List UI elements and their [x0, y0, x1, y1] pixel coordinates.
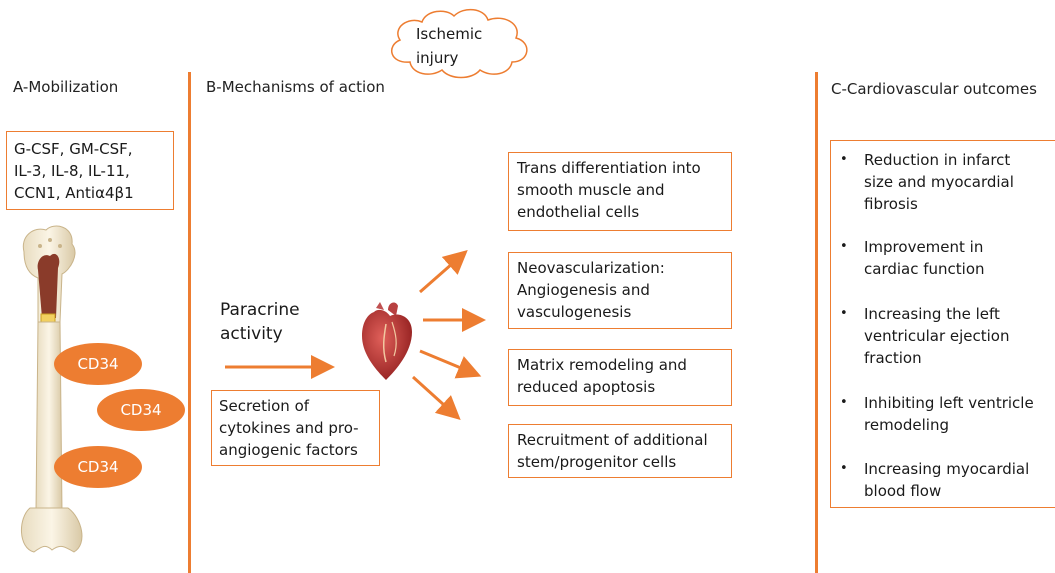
- outcome-item: • Reduction in infarct size and myocardi…: [831, 149, 1055, 219]
- outcome-3-line-3: fraction: [864, 349, 922, 367]
- outcome-item: • Increasing myocardial blood flow: [831, 458, 1055, 504]
- factor-line-1: G-CSF, GM-CSF,: [14, 140, 133, 158]
- cloud-icon: [390, 8, 528, 79]
- section-a-title: A-Mobilization: [13, 78, 119, 96]
- outcome-3-line-1: Increasing the left: [864, 305, 1000, 323]
- mechanism-matrix-box: Matrix remodeling and reduced apoptosis: [508, 349, 732, 406]
- cd34-cell-3: CD34: [54, 446, 142, 488]
- mechanism-transdifferentiation-box: Trans differentiation into smooth muscle…: [508, 152, 732, 231]
- cd34-cell-1: CD34: [54, 343, 142, 385]
- bullet-icon: •: [840, 306, 848, 321]
- outcomes-box: • Reduction in infarct size and myocardi…: [830, 140, 1055, 508]
- mechanism-2-line-3: vasculogenesis: [517, 303, 632, 321]
- factor-line-3: CCN1, Antiα4β1: [14, 184, 134, 202]
- outcome-1-line-3: fibrosis: [864, 195, 918, 213]
- mechanism-3-line-2: reduced apoptosis: [517, 378, 656, 396]
- factor-line-2: IL-3, IL-8, IL-11,: [14, 162, 130, 180]
- mechanism-4-line-1: Recruitment of additional: [517, 431, 708, 449]
- outcome-1-line-1: Reduction in infarct: [864, 151, 1011, 169]
- arrow-to-matrix: [419, 349, 482, 379]
- section-b-title: B-Mechanisms of action: [206, 78, 385, 96]
- outcome-item: • Increasing the left ventricular ejecti…: [831, 303, 1055, 373]
- outcome-3-line-2: ventricular ejection: [864, 327, 1010, 345]
- divider-a-b: [188, 72, 191, 573]
- outcome-4-line-1: Inhibiting left ventricle: [864, 394, 1034, 412]
- mechanism-1-line-1: Trans differentiation into: [517, 159, 701, 177]
- secretion-line-1: Secretion of: [219, 397, 310, 415]
- secretion-line-2: cytokines and pro-: [219, 419, 359, 437]
- outcome-1-line-2: size and myocardial: [864, 173, 1014, 191]
- ischemic-injury-cloud: Ischemic injury: [380, 6, 540, 82]
- outcome-2-line-2: cardiac function: [864, 260, 985, 278]
- paracrine-line-2: activity: [220, 324, 283, 344]
- paracrine-activity-label: Paracrine activity: [220, 298, 300, 346]
- mechanism-4-line-2: stem/progenitor cells: [517, 453, 677, 471]
- divider-b-c: [815, 72, 818, 573]
- outcome-5-line-2: blood flow: [864, 482, 942, 500]
- mobilization-factors-box: G-CSF, GM-CSF, IL-3, IL-8, IL-11, CCN1, …: [6, 131, 174, 210]
- cloud-line-1: Ischemic: [416, 25, 483, 43]
- secretion-line-3: angiogenic factors: [219, 441, 358, 459]
- outcome-4-line-2: remodeling: [864, 416, 949, 434]
- mechanism-3-line-1: Matrix remodeling and: [517, 356, 687, 374]
- arrow-to-transdiff: [419, 250, 468, 294]
- bullet-icon: •: [840, 461, 848, 476]
- outcome-2-line-1: Improvement in: [864, 238, 984, 256]
- mechanism-1-line-3: endothelial cells: [517, 203, 640, 221]
- outcome-item: • Improvement in cardiac function: [831, 236, 1055, 282]
- mechanism-1-line-2: smooth muscle and: [517, 181, 665, 199]
- cloud-line-2: injury: [416, 49, 459, 67]
- arrow-to-recruitment: [411, 375, 461, 421]
- mechanism-2-line-2: Angiogenesis and: [517, 281, 650, 299]
- bullet-icon: •: [840, 395, 848, 410]
- bone-illustration: [16, 222, 94, 554]
- bullet-icon: •: [840, 152, 848, 167]
- outcome-item: • Inhibiting left ventricle remodeling: [831, 392, 1055, 438]
- femur-bone-icon: [21, 225, 83, 553]
- mechanism-neovascularization-box: Neovascularization: Angiogenesis and vas…: [508, 252, 732, 329]
- heart-illustration: [356, 300, 418, 382]
- human-heart-icon: [362, 302, 412, 380]
- cd34-cell-2: CD34: [97, 389, 185, 431]
- mechanism-2-line-1: Neovascularization:: [517, 259, 665, 277]
- section-c-title: C-Cardiovascular outcomes: [831, 80, 1037, 98]
- secretion-box: Secretion of cytokines and pro- angiogen…: [211, 390, 380, 466]
- bullet-icon: •: [840, 239, 848, 254]
- mechanism-recruitment-box: Recruitment of additional stem/progenito…: [508, 424, 732, 478]
- outcome-5-line-1: Increasing myocardial: [864, 460, 1030, 478]
- paracrine-line-1: Paracrine: [220, 300, 300, 320]
